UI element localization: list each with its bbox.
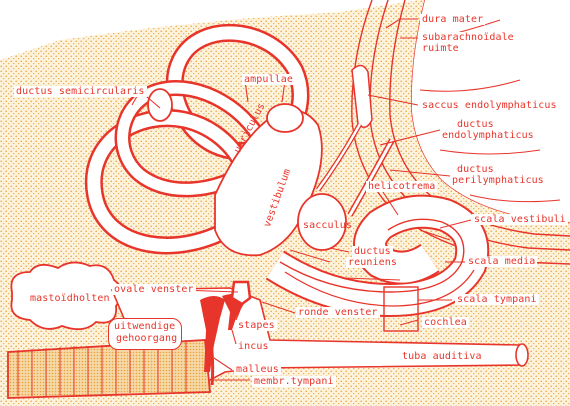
label-scala-vestibuli: scala vestibuli (472, 214, 568, 225)
tympanic-membrane (208, 334, 215, 386)
label-ductus-endolymphaticus-2: endolymphaticus (440, 130, 536, 141)
uitwendige-gehoorgang-bubble (108, 318, 182, 350)
label-ruimte: ruimte (420, 43, 461, 54)
label-ductus-reuniens-2: reuniens (346, 257, 399, 268)
tuba-auditiva-end (515, 343, 529, 367)
cochlea-box (383, 286, 419, 332)
flow-arrows (289, 229, 451, 281)
label-uitwendige-2: gehoorgang (116, 333, 178, 344)
cerebral-vessels (419, 19, 561, 203)
label-scala-media: scala media (466, 256, 538, 267)
label-ronde-venster: ronde venster (296, 307, 380, 318)
label-stapes: stapes (236, 320, 277, 331)
label-scala-tympani: scala tympani (455, 294, 539, 305)
malleus-shape (200, 296, 225, 372)
label-incus: incus (238, 341, 269, 352)
label-ovale-venster: ovale venster (112, 284, 196, 295)
label-ductus-semicircularis: ductus semicircularis (14, 86, 147, 97)
label-mastoidholten: mastoïdholten (30, 293, 110, 304)
utriculus-shape (214, 109, 323, 257)
sacculus-shape (297, 193, 347, 251)
label-cochlea: cochlea (422, 317, 469, 328)
label-ductus-endolymphaticus-1: ductus (455, 119, 496, 130)
label-saccus-endolymphaticus: saccus endolymphaticus (420, 100, 559, 111)
label-sacculus: sacculus (303, 220, 352, 231)
label-ductus-reuniens-1: ductus (352, 246, 393, 257)
ampulla-2 (147, 88, 173, 122)
stapes-shape (230, 280, 252, 306)
label-malleus: malleus (234, 364, 281, 375)
label-tuba-auditiva: tuba auditiva (402, 351, 482, 362)
label-subarachnoidale: subarachnoïdale (420, 32, 516, 43)
label-ampullae: ampullae (242, 74, 295, 85)
ampulla-1 (266, 103, 304, 133)
label-ductus-perilymphaticus-2: perilymphaticus (450, 175, 546, 186)
label-dura-mater: dura mater (420, 14, 486, 25)
ossicles (200, 280, 252, 386)
subarachnoid-space (411, 0, 570, 222)
semicircular-canals (84, 23, 310, 255)
label-helicotrema: helicotrema (366, 181, 438, 192)
label-ductus-perilymphaticus-1: ductus (455, 164, 496, 175)
label-uitwendige-1: uitwendige (114, 321, 176, 332)
label-membr-tympani: membr.tympani (252, 376, 336, 387)
